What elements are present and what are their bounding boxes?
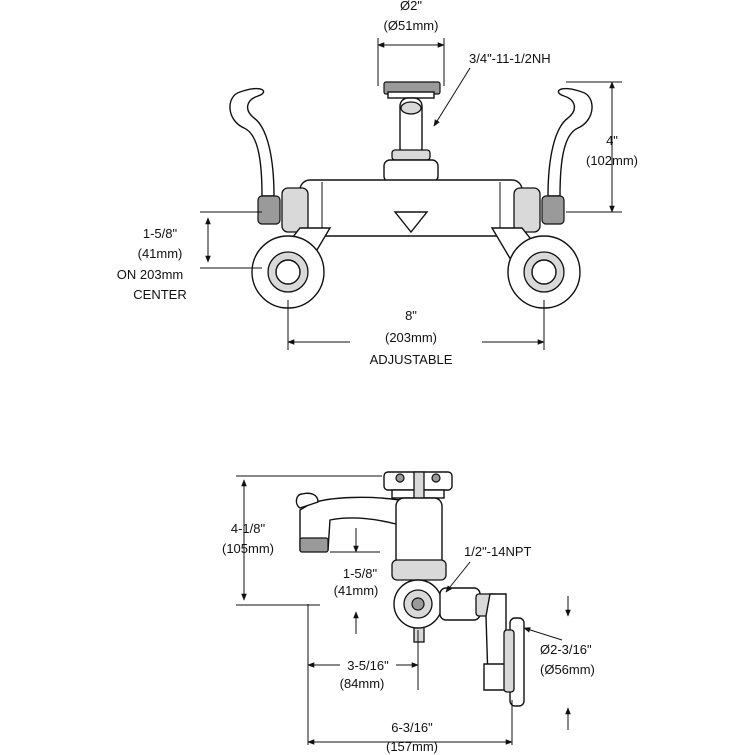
front-width-mm: (203mm): [385, 330, 437, 345]
side-spout: [295, 492, 401, 553]
side-depth-in: 6-3/16": [391, 720, 433, 735]
side-depth-mm: (157mm): [386, 739, 438, 754]
front-width-in: 8": [405, 308, 417, 323]
front-inlet-center: ON 203mm: [117, 267, 183, 282]
faucet-body: [281, 179, 541, 237]
side-flange-dia-mm: (Ø56mm): [540, 662, 595, 677]
side-offset-mm: (41mm): [334, 583, 379, 598]
aerator-cap: [383, 81, 441, 183]
front-view: Ø2" (Ø51mm) 3/4"-11-1/2NH: [117, 0, 638, 367]
right-handle: [541, 87, 593, 225]
front-width-note: ADJUSTABLE: [370, 352, 453, 367]
front-height-in: 4": [606, 133, 618, 148]
left-handle: [229, 87, 281, 225]
side-valve: [393, 579, 499, 629]
front-height-mm: (102mm): [586, 153, 638, 168]
front-thread-label: 3/4"-11-1/2NH: [469, 51, 551, 66]
right-flange: [507, 235, 581, 309]
front-inlet-mm: (41mm): [138, 246, 183, 261]
front-inlet-in: 1-5/8": [143, 226, 178, 241]
left-flange: [251, 235, 325, 309]
side-height-mm: (105mm): [222, 541, 274, 556]
front-dia-top-mm: (Ø51mm): [384, 18, 439, 33]
side-view: 4-1/8" (105mm) 1-5/8" (41mm) 1/2"-14NPT …: [222, 471, 595, 754]
side-spout-mm: (84mm): [340, 676, 385, 691]
front-dia-top-in: Ø2": [400, 0, 422, 13]
front-inlet-center2: CENTER: [133, 287, 186, 302]
side-npt-label: 1/2"-14NPT: [464, 544, 532, 559]
side-height-in: 4-1/8": [231, 521, 266, 536]
side-flange-dia-in: Ø2-3/16": [540, 642, 592, 657]
side-offset-in: 1-5/8": [343, 566, 378, 581]
side-spout-in: 3-5/16": [347, 658, 389, 673]
side-flange: [503, 617, 525, 707]
